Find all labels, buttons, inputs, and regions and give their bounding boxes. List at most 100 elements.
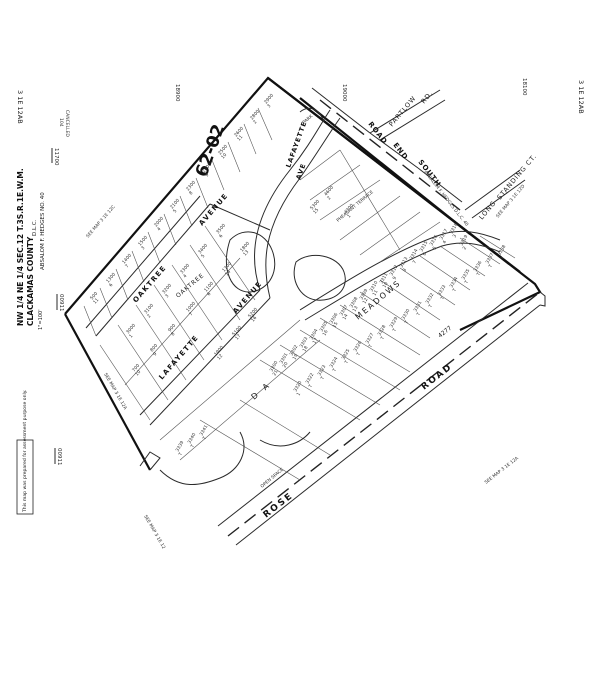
tax-lot-number: 3340 (187, 432, 198, 445)
rose-road-dash-1 (227, 291, 541, 537)
rose-road-end (539, 291, 546, 307)
tax-lot-subnumber: 6 (206, 291, 212, 297)
tax-lot-subnumber: T (427, 303, 434, 309)
tax-lot-number: 3312 (389, 264, 400, 277)
title-section: NW 1/4 NE 1/4 SEC.12 T.3S.R.1E.W.M. (16, 168, 25, 326)
grid-number-19000: 19000 (341, 84, 347, 102)
tax-lot-subnumber: 6 (422, 251, 429, 257)
tax-lot-subnumber: 3 (140, 245, 146, 251)
tax-lot-number: 3323 (317, 364, 328, 377)
tax-lot-subnumber: 2 (462, 245, 469, 251)
street-label-ave-top: AVE (294, 162, 307, 181)
tax-lot-number: 1300 (105, 272, 117, 285)
tax-lot-subnumber: 1 (128, 333, 134, 339)
corner-number-11700: 11700 (53, 148, 59, 166)
tax-lot-subnumber: T (331, 367, 338, 373)
south-end-road-edge-2 (311, 87, 371, 134)
street-label-road-2: ROAD (420, 362, 455, 393)
long-standing-ct-edge-2 (471, 179, 526, 219)
tax-lot-number: 3326 (353, 340, 364, 353)
lafayette-ave-curve-2 (265, 117, 341, 299)
tax-lot-number: 3333 (437, 284, 448, 297)
tax-lot-subnumber: T (307, 383, 314, 389)
tax-lot-number: 700 (131, 363, 141, 374)
title-scale: 1"=100' (38, 309, 44, 330)
assessment-notice: This map was prepared for assessment pur… (22, 390, 28, 513)
see-map-ref-1: SEE MAP 3 1E 12C (85, 204, 117, 239)
tax-lot-number: 3317 (439, 228, 450, 241)
tax-lot-number: 3324 (329, 356, 340, 369)
tax-lot-subnumber: T (201, 435, 208, 441)
tax-lot-number: 3339 (175, 440, 186, 453)
rose-road-edge-1 (235, 304, 541, 546)
tax-lot-number: 3313 (399, 256, 410, 269)
partlow-road-edge-1 (369, 89, 441, 134)
internal-loop-1 (225, 231, 276, 293)
boundary-west (64, 313, 151, 471)
tax-lot-number: 3309 (359, 288, 370, 301)
tax-lot-subnumber: T (379, 335, 386, 341)
tax-lot-subnumber: T (189, 443, 196, 449)
tax-lot-subnumber: 13 (242, 249, 250, 257)
tax-lot-subnumber: 18 (302, 345, 310, 353)
tax-lot-number: 3307 (339, 304, 350, 317)
see-map-ref-3: SEE MAP 3 1E 12 (142, 514, 166, 550)
tax-lot-number: 3337 (485, 252, 496, 265)
tax-lot-number: 3322 (305, 372, 316, 385)
tax-lot-number: 1400 (121, 253, 133, 266)
tax-lot-number: 3338 (497, 244, 508, 257)
tax-lot-subnumber: 17 (312, 337, 320, 345)
tax-lot-number: 3100 (143, 303, 155, 316)
tax-lot-number: 3334 (449, 276, 460, 289)
tax-lot-number: 3325 (341, 348, 352, 361)
tax-lot-subnumber: 11 (372, 289, 380, 297)
tax-lot-subnumber: 8 (188, 190, 194, 196)
tax-lot-number: 3300 (179, 263, 191, 276)
tax-lot-number: 3500 (215, 223, 227, 236)
tax-lot-subnumber: T (355, 351, 362, 357)
grid-number-18100: 18100 (521, 78, 527, 96)
tax-lot-subnumber: 2 (146, 313, 152, 319)
tax-lot-subnumber: 14 (342, 313, 350, 321)
tax-lot-subnumber: 9 (204, 172, 210, 178)
tax-lot-subnumber: 3 (452, 233, 459, 239)
tax-lot-subnumber: 20 (282, 361, 290, 369)
boundary-sw (139, 451, 161, 471)
street-label-avenue-1: AVENUE (197, 192, 230, 228)
tax-lot-subnumber: T (499, 255, 506, 261)
tax-lot-subnumber: T (367, 343, 374, 349)
tax-lot-number: 3304 (309, 328, 320, 341)
tax-lot-subnumber: T (463, 279, 470, 285)
tax-lot-subnumber: 16 (322, 329, 330, 337)
lafayette-ave-edge-2 (149, 297, 271, 426)
tax-lot-subnumber: 1 (346, 213, 352, 219)
tax-lot-number: 1500 (137, 235, 149, 248)
tax-lot-number: 3316 (429, 234, 440, 247)
tax-lot-subnumber: 6 (108, 282, 114, 288)
tax-lot-subnumber: 7 (412, 259, 419, 265)
tax-lot-subnumber: 9 (152, 351, 158, 357)
tax-lot-subnumber: 2 (252, 119, 258, 125)
tax-lot-number: 2300 (185, 180, 197, 193)
tax-lot-subnumber: 1 (296, 391, 303, 397)
tax-lot-subnumber: 10 (382, 281, 390, 289)
boundary-ne (267, 77, 521, 273)
south-end-road-edge-4 (369, 132, 419, 169)
tax-lot-number: 3300 (269, 360, 280, 373)
south-end-road-edge-3 (417, 167, 463, 203)
dlc-label: D.L.C. (32, 219, 38, 236)
tax-lot-subnumber: T (475, 271, 482, 277)
tax-lot-number: 3310 (369, 280, 380, 293)
tax-lot-subnumber: T (415, 311, 422, 317)
tax-lot-subnumber: 12 (216, 353, 224, 361)
tax-lot-number: 3318 (449, 222, 460, 235)
corner-number-00911-a: 00911 (58, 294, 64, 312)
oaktree-ave-edge-2 (95, 203, 211, 337)
cancelled-numbers: 104 (58, 118, 64, 127)
title-county: CLACKAMAS COUNTY (26, 236, 35, 326)
oaktree-ave-edge-1 (85, 195, 201, 329)
tax-lot-subnumber: 8 (170, 331, 176, 337)
street-label-pheasant-terrace: PHEASANT TERRACE (335, 189, 374, 223)
tax-lot-subnumber: 11 (92, 297, 100, 305)
